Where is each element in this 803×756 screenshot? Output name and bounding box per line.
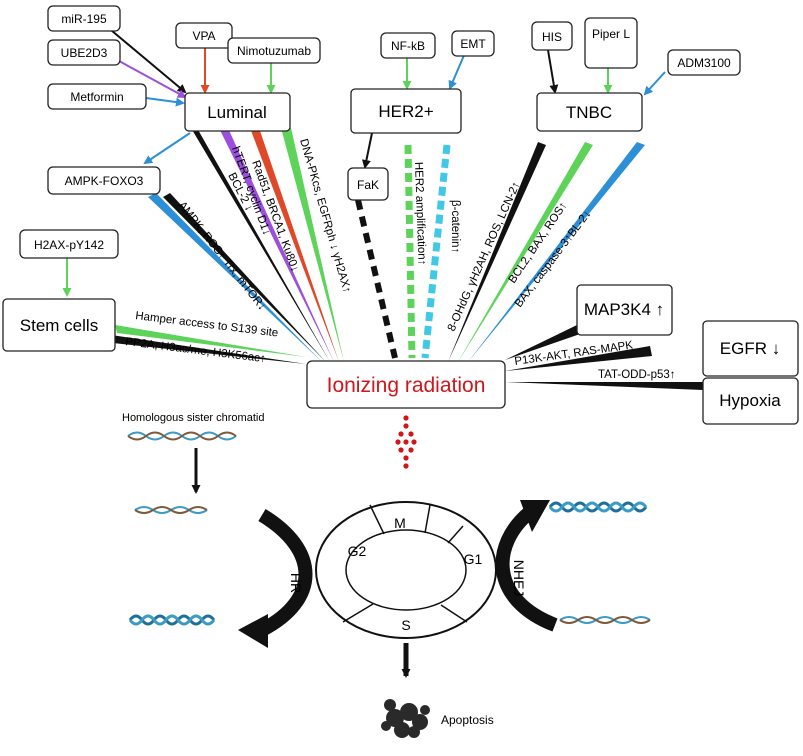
- fak-box: FaK: [347, 167, 389, 201]
- nfkb-label: NF-kB: [391, 39, 425, 53]
- ube2d3-box: UBE2D3: [47, 39, 121, 66]
- sister-chromatid-label: Homologous sister chromatid: [122, 412, 264, 424]
- ionizing-radiation-label: Ionizing radiation: [327, 374, 486, 397]
- piperl-box: Piper L: [584, 17, 638, 69]
- wedge-hamper: [115, 325, 306, 357]
- phase-g1: G1: [464, 551, 483, 567]
- her2-label: HER2+: [378, 102, 433, 121]
- emt-label: EMT: [460, 37, 486, 51]
- phase-m: M: [394, 515, 406, 531]
- wedge-ohdg: [448, 142, 546, 362]
- ampkfoxo3-label: AMPK-FOXO3: [65, 174, 144, 188]
- dna-top-left: [127, 431, 237, 441]
- dna-top-right: [548, 501, 648, 513]
- wedge-rad51: [250, 128, 339, 362]
- h2ax-label: H2AX-pY142: [34, 238, 104, 252]
- wedge-dnapk: [281, 128, 344, 362]
- adm3100-label: ADM3100: [677, 56, 731, 70]
- adm3100-box: ADM3100: [667, 49, 741, 76]
- phase-s: S: [401, 617, 410, 633]
- right-boxes: MAP3K4 ↑ EGFR ↓ Hypoxia: [576, 284, 799, 425]
- apoptosis-label: Apoptosis: [441, 713, 494, 727]
- wedge-bcl2bax: [458, 142, 593, 362]
- h2ax-box: H2AX-pY142: [19, 229, 119, 259]
- hypoxia-box: Hypoxia: [702, 377, 799, 425]
- dna-strands: [127, 431, 651, 626]
- stem-cells-box: Stem cells: [2, 298, 116, 352]
- his-box: HIS: [531, 21, 573, 51]
- nimotuzumab-box: Nimotuzumab: [227, 37, 321, 64]
- dna-bottom-right: [559, 616, 651, 624]
- dna-mid-left: [134, 506, 208, 514]
- ionizing-radiation-box: Ionizing radiation: [306, 360, 506, 409]
- hypoxia-label: Hypoxia: [719, 391, 781, 410]
- input-arrows: [62, 24, 666, 297]
- map3k4-label: MAP3K4 ↑: [584, 300, 664, 319]
- mir195-label: miR-195: [61, 12, 107, 26]
- egfr-label: EGFR ↓: [720, 339, 780, 358]
- piperl-label: Piper L: [592, 27, 630, 41]
- fak-label: FaK: [357, 178, 379, 192]
- metformin-label: Metformin: [70, 90, 123, 104]
- luminal-label: Luminal: [207, 103, 267, 122]
- emt-box: EMT: [451, 30, 495, 57]
- wedge-arrows: [76, 128, 703, 390]
- wedge-bcl2: [191, 128, 330, 362]
- vpa-box: VPA: [175, 22, 233, 49]
- metformin-box: Metformin: [47, 83, 147, 110]
- nimotuzumab-label: Nimotuzumab: [237, 44, 311, 58]
- dna-bottom-left: [128, 614, 216, 626]
- her2-dashes: [355, 144, 451, 359]
- apoptosis-icon: [381, 699, 430, 738]
- wedge-map3k4: [505, 325, 580, 360]
- ampkfoxo3-box: AMPK-FOXO3: [47, 166, 161, 195]
- subtype-boxes: Luminal HER2+ TNBC Stem cells: [2, 88, 643, 352]
- regulator-boxes: miR-195 UBE2D3 Metformin VPA Nimotuzumab…: [19, 5, 741, 259]
- wedge-ampk-black: [163, 193, 326, 362]
- luminal-box: Luminal: [184, 92, 291, 132]
- tnbc-box: TNBC: [536, 92, 643, 132]
- stem-cells-label: Stem cells: [20, 316, 98, 335]
- wedge-pp2a: [76, 330, 306, 364]
- tnbc-label: TNBC: [566, 103, 612, 122]
- hr-label: HR: [288, 573, 304, 593]
- map3k4-box: MAP3K4 ↑: [576, 284, 673, 336]
- ube2d3-label: UBE2D3: [61, 46, 108, 60]
- wedge-bax: [468, 142, 645, 362]
- egfr-box: EGFR ↓: [702, 320, 799, 377]
- nhej-arrow: [495, 500, 558, 632]
- nhej-label: NHEJ: [511, 560, 527, 597]
- label-bcatenin: β-catenin↑: [449, 200, 461, 253]
- his-label: HIS: [542, 30, 562, 44]
- nfkb-box: NF-kB: [380, 32, 436, 59]
- ir-down-arrow: [395, 415, 417, 469]
- cell-cycle: M G1 S G2: [315, 501, 497, 639]
- her2-box: HER2+: [350, 88, 462, 134]
- label-her2amp: HER2 amplification↑: [412, 162, 428, 266]
- mir195-box: miR-195: [47, 5, 121, 32]
- hr-arrow: [238, 509, 313, 648]
- wedge-ampk-blue: [148, 193, 322, 362]
- pathway-labels: BCL-2 ↓ hTERT, cyclin D1↓ Rad51, BRCA1, …: [125, 138, 676, 381]
- vpa-label: VPA: [192, 29, 215, 43]
- phase-g2: G2: [348, 543, 367, 559]
- wedge-p13k: [505, 346, 652, 371]
- label-tatodd: TAT-ODD-p53↑: [598, 369, 676, 381]
- wedge-htert: [219, 128, 334, 362]
- wedge-tatodd: [505, 382, 703, 390]
